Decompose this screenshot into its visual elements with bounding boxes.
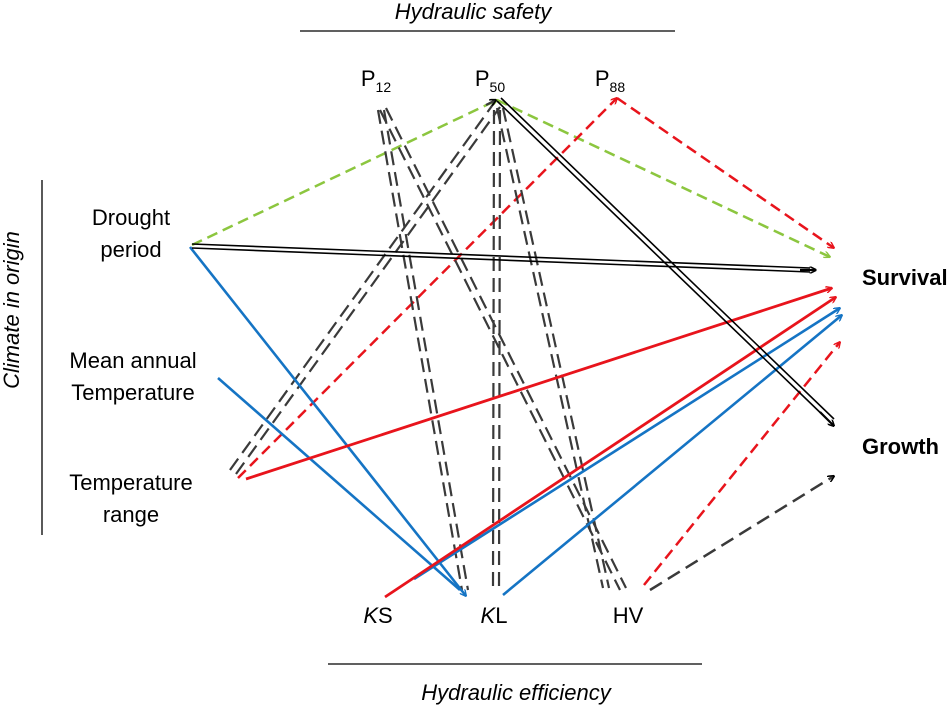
node-kl: KL — [480, 603, 508, 628]
node-drought-period-line1: Drought — [91, 205, 171, 230]
edge-trange-p50 — [229, 102, 501, 475]
node-drought-period-line2: period — [100, 237, 162, 262]
climate-in-origin-label: Climate in origin — [0, 231, 24, 389]
node-growth: Growth — [862, 434, 939, 459]
edge-hv-growth — [649, 476, 834, 592]
node-p88: P88 — [594, 66, 626, 95]
edge-drought-p50 — [191, 100, 497, 247]
edge-trange-p88 — [237, 98, 617, 479]
edge-drought-kl — [188, 246, 466, 596]
hydraulic-safety-title: Hydraulic safety — [394, 0, 552, 24]
edge-p50-growth — [496, 97, 834, 426]
edge-ks-p50 — [485, 100, 496, 106]
node-p50: P50 — [474, 66, 506, 95]
edge-hv-survival-red — [643, 342, 840, 586]
edge-ks-survival-blue — [413, 308, 840, 581]
edge-drought-survival — [191, 243, 816, 272]
node-hv: HV — [612, 603, 644, 628]
node-p12: P12 — [360, 66, 392, 95]
node-temperature-range-line2: range — [102, 502, 160, 527]
node-ks: KS — [363, 603, 393, 628]
edge-ks-survival-red — [384, 297, 836, 599]
edge-p12-kl — [376, 109, 470, 591]
node-mean-annual-temp-line1: Mean annual — [69, 348, 197, 373]
edge-p50-kl — [491, 109, 502, 589]
node-temperature-range-line1: Temperature — [69, 470, 193, 495]
edge-p50-survival-green — [496, 98, 830, 257]
edge-trange-survival — [245, 288, 832, 481]
hydraulic-efficiency-title: Hydraulic efficiency — [421, 680, 611, 705]
edge-p88-survival — [616, 96, 834, 248]
node-survival: Survival — [862, 265, 948, 290]
edge-kl-survival-blue — [502, 315, 842, 597]
edge-mat-kl — [217, 377, 461, 591]
node-mean-annual-temp-line2: Temperature — [71, 380, 195, 405]
edge-p50-hv — [495, 107, 611, 589]
